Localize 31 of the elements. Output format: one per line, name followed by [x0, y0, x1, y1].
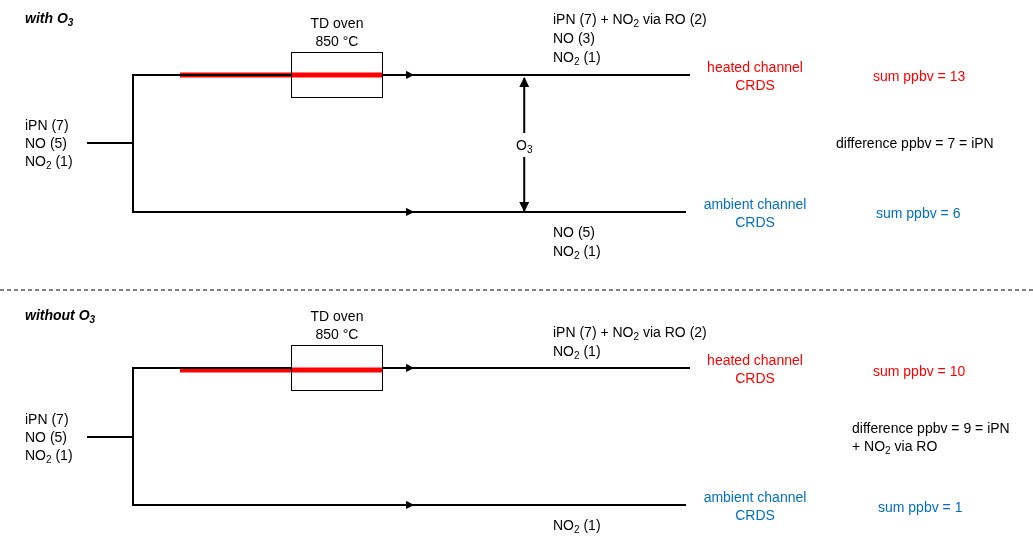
flow-arrow	[86, 436, 687, 509]
sum-text: sum ppbv = 10	[873, 362, 966, 380]
channel-label: heated channel CRDS	[697, 58, 813, 94]
oven-label: TD oven 850 °C	[309, 307, 365, 343]
sum-text: sum ppbv = 13	[873, 67, 966, 85]
concentration-text: NO$_{2}$ (1)	[553, 48, 601, 66]
flow-arrow	[86, 142, 687, 216]
flow-arrow	[519, 77, 530, 134]
concentration-text: NO (5)	[553, 223, 595, 241]
concentration-text: iPN (7) + NO$_{2}$ via RO (2)	[553, 323, 707, 341]
ozone-label: O$_{3}$	[516, 136, 533, 154]
sum-text: sum ppbv = 1	[878, 498, 963, 516]
sum-text: sum ppbv = 6	[876, 204, 961, 222]
flow-arrow	[519, 156, 530, 212]
flow-arrow	[382, 71, 691, 79]
difference-text: difference ppbv = 9 = iPN + NO$_{2}$ via RO	[852, 419, 1011, 455]
concentration-text: iPN (7) + NO$_{2}$ via RO (2)	[553, 10, 707, 28]
flow-arrow	[382, 364, 691, 372]
gas-composition-text: iPN (7) NO (5) NO$_{2}$ (1)	[25, 410, 87, 464]
channel-label: heated channel CRDS	[697, 351, 813, 387]
difference-text: difference ppbv = 7 = iPN	[836, 134, 994, 152]
channel-label: ambient channel CRDS	[693, 195, 817, 231]
panel-title: with O$_{3}$	[25, 9, 74, 27]
concentration-text: NO$_{2}$ (1)	[553, 516, 601, 534]
oven-label: TD oven 850 °C	[309, 14, 365, 50]
concentration-text: NO$_{2}$ (1)	[553, 342, 601, 360]
panel-title: without O$_{3}$	[25, 306, 96, 324]
concentration-text: NO$_{2}$ (1)	[553, 242, 601, 260]
channel-label: ambient channel CRDS	[693, 488, 817, 524]
concentration-text: NO (3)	[553, 29, 595, 47]
gas-composition-text: iPN (7) NO (5) NO$_{2}$ (1)	[25, 116, 87, 170]
